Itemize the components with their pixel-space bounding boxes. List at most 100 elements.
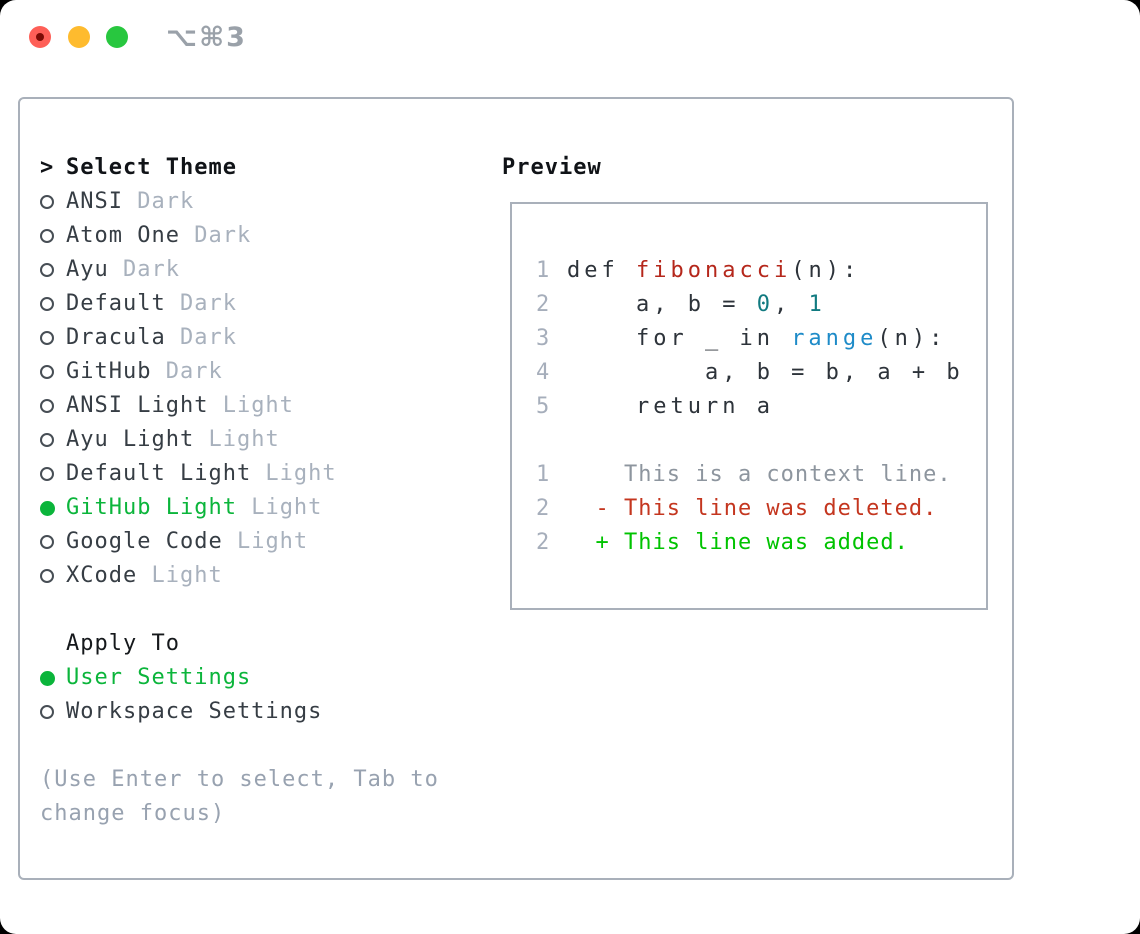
code-line: 2 a, b = 0, 1 [512,287,986,321]
theme-name-label: Google Code [66,529,223,554]
apply-to-label: Workspace Settings [66,699,323,724]
diff-line: 2 + This line was added. [512,525,986,559]
theme-name-label: GitHub [66,359,152,384]
hint-line: (Use Enter to select, Tab to [40,767,439,792]
apply-to-header-row: Apply To [40,627,439,661]
theme-option[interactable]: Ayu Dark [40,253,439,287]
line-number: 4 [536,359,551,385]
theme-variant-label: Dark [151,359,223,384]
code-text: return a [567,393,774,419]
theme-option[interactable]: XCode Light [40,559,439,593]
spacer [40,729,439,763]
theme-variant-label: Dark [179,223,252,248]
line-number: 2 [536,529,551,555]
radio-selected-icon [40,491,66,525]
theme-variant-label: Dark [165,325,237,350]
theme-option[interactable]: Google Code Light [40,525,439,559]
theme-option[interactable]: ANSI Dark [40,185,439,219]
select-theme-title: Select Theme [66,155,237,180]
diff-text: - This line was deleted. [567,495,938,521]
apply-to-label: User Settings [66,665,252,690]
spacer [40,593,439,627]
theme-option[interactable]: Dracula Dark [40,321,439,355]
radio-unselected-icon [40,525,66,559]
diff-text: + This line was added. [567,529,909,555]
radio-unselected-icon [40,321,66,355]
radio-unselected-icon [40,695,66,729]
theme-option[interactable]: GitHub Dark [40,355,439,389]
hint-line: change focus) [40,801,226,826]
theme-variant-label: Light [236,495,323,520]
select-theme-header: > Select Theme [40,151,439,185]
theme-name-label: Default [66,291,166,316]
radio-unselected-icon [40,355,66,389]
radio-unselected-icon [40,253,66,287]
line-number: 2 [536,495,551,521]
titlebar: ⌥⌘3 [0,0,1140,74]
line-number: 3 [536,325,551,351]
radio-unselected-icon [40,423,66,457]
line-number: 5 [536,393,551,419]
radio-unselected-icon [40,185,66,219]
theme-variant-label: Light [222,529,309,554]
zoom-button[interactable] [106,26,128,48]
theme-variant-label: Dark [108,257,180,282]
preview-title: Preview [502,155,602,180]
code-line: 3 for _ in range(n): [512,321,986,355]
radio-unselected-icon [40,457,66,491]
diff-line: 1 This is a context line. [512,457,986,491]
minimize-button[interactable] [68,26,90,48]
radio-unselected-icon [40,389,66,423]
radio-unselected-icon [40,287,66,321]
theme-variant-label: Light [208,393,294,418]
theme-name-label: GitHub Light [66,495,237,520]
line-number: 1 [536,461,551,487]
keyboard-hint: (Use Enter to select, Tab to change focus… [40,763,439,831]
theme-option[interactable]: Ayu Light Light [40,423,439,457]
theme-variant-label: Light [251,461,337,486]
apply-to-option[interactable]: User Settings [40,661,439,695]
theme-name-label: Dracula [66,325,166,350]
cursor-prompt-icon: > [40,155,55,180]
line-number: 1 [536,257,551,283]
spacer [512,423,986,457]
theme-option[interactable]: ANSI Light Light [40,389,439,423]
code-line: 4 a, b = b, a + b [512,355,986,389]
diff-line: 2 - This line was deleted. [512,491,986,525]
theme-name-label: ANSI [66,189,123,214]
close-button[interactable] [29,26,51,48]
diff-preview: 1 This is a context line.2 - This line w… [512,457,986,559]
line-number: 2 [536,291,551,317]
apply-to-title: Apply To [66,631,180,656]
theme-variant-label: Light [137,563,223,588]
radio-unselected-icon [40,219,66,253]
code-text: a, b = b, a + b [567,359,964,385]
radio-unselected-icon [40,559,66,593]
radio-selected-icon [40,661,66,695]
theme-name-label: Ayu [66,257,109,282]
theme-variant-label: Dark [165,291,237,316]
theme-option[interactable]: GitHub Light Light [40,491,439,525]
theme-name-label: Atom One [66,223,180,248]
theme-option[interactable]: Default Light Light [40,457,439,491]
diff-text: This is a context line. [567,461,952,487]
theme-variant-label: Dark [122,189,195,214]
theme-name-label: XCode [66,563,138,588]
theme-variant-label: Light [194,427,280,452]
theme-name-label: Default Light [66,461,252,486]
theme-name-label: Ayu Light [66,427,195,452]
code-text: a, b = 0, 1 [567,291,826,317]
code-text: for _ in range(n): [567,325,947,351]
apply-to-option[interactable]: Workspace Settings [40,695,439,729]
theme-name-label: ANSI Light [66,393,209,418]
theme-option[interactable]: Atom One Dark [40,219,439,253]
theme-option[interactable]: Default Dark [40,287,439,321]
